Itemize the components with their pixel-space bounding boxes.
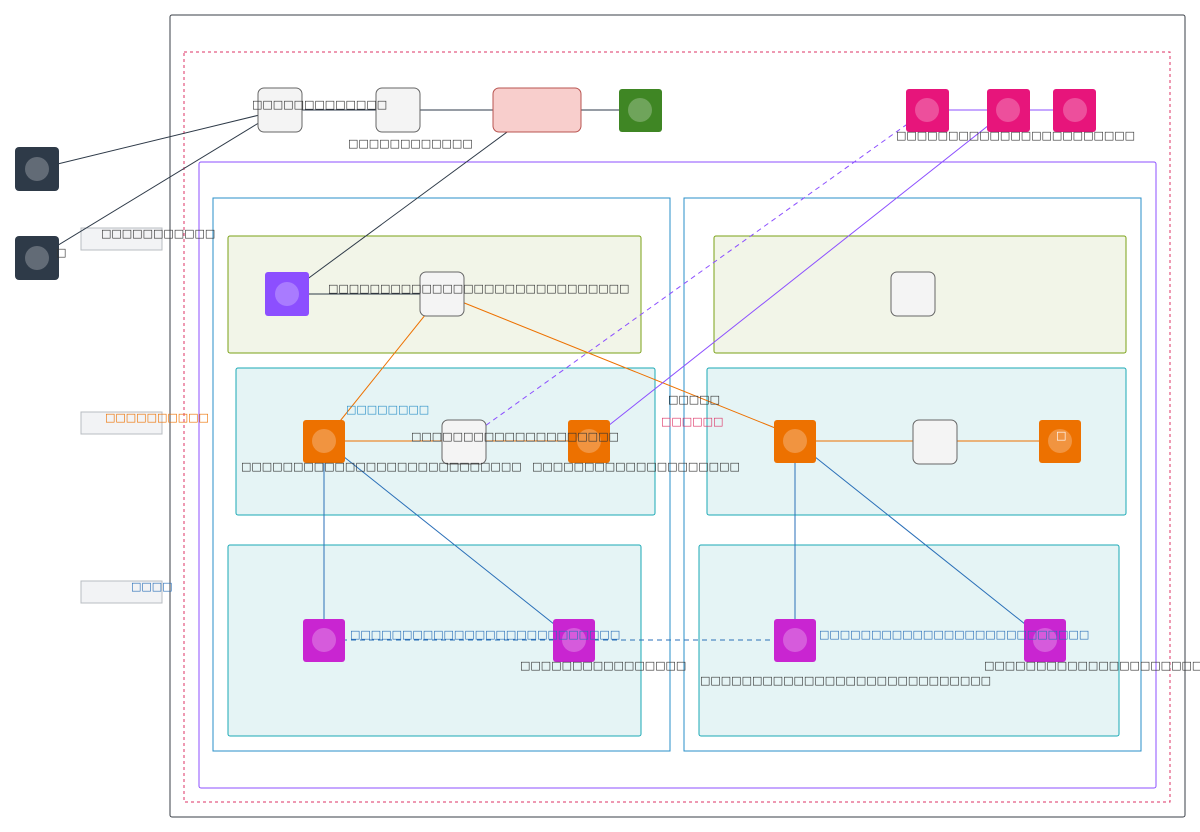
label: □□□□□□□□□□□□□□□□□□□□ xyxy=(411,430,619,443)
label: □□□□□□□□□□□□□□□□□□□□ xyxy=(532,460,740,473)
database-icon xyxy=(783,628,807,652)
label: □□□□□□ xyxy=(661,415,723,428)
magenta-node-4[interactable] xyxy=(1024,619,1066,662)
gray-node-2[interactable] xyxy=(375,87,421,133)
edge xyxy=(286,109,538,295)
label: □□□□□□□□ xyxy=(346,403,429,416)
az-group-1 xyxy=(212,197,671,752)
pink-node-2[interactable] xyxy=(987,89,1030,132)
legend-box-1 xyxy=(80,227,163,251)
label: □□□□□□□□□□□□□□□□□□□□□□ xyxy=(984,659,1200,672)
orange-node-2[interactable] xyxy=(568,420,610,463)
vpc-group xyxy=(198,161,1157,789)
edge xyxy=(36,108,281,170)
label: □□□□□□□□□□□□□□□□□□□□□□□□□□ xyxy=(350,628,620,641)
legend-box-2 xyxy=(80,411,163,435)
label: □□□□□□□□□□□□□□□□□□□□□□□□□□□□□ xyxy=(328,282,629,295)
user-icon xyxy=(25,246,49,270)
gray-node-3[interactable] xyxy=(419,271,465,317)
magenta-node-3[interactable] xyxy=(774,619,816,662)
service-icon xyxy=(628,98,652,122)
orange-node-1[interactable] xyxy=(303,420,345,463)
user-node-2[interactable] xyxy=(15,236,59,280)
purple-node[interactable] xyxy=(265,272,309,316)
label: □□□□□□□□□□□□□□□□□□□□□□□ xyxy=(896,129,1135,142)
label: □□□□□□□□□□□□□□□□□□□□□□□□□□ xyxy=(819,628,1089,641)
edge xyxy=(794,440,1046,641)
label: □ xyxy=(1056,429,1066,442)
orange-node-3[interactable] xyxy=(774,420,816,463)
edge xyxy=(36,109,281,259)
label: □□□□□□□□□□□□□□□□ xyxy=(520,659,686,672)
edge xyxy=(323,440,575,641)
label: □ xyxy=(56,246,66,259)
label: □□□□□□□□□□□□ xyxy=(348,137,473,150)
pink-node-1[interactable] xyxy=(906,89,949,132)
legend-label-2: □□□□□□□□□□ xyxy=(105,411,209,424)
service-icon xyxy=(1048,429,1072,453)
service-icon xyxy=(996,98,1020,122)
legend-label-1: □□□□□□□□□□□ xyxy=(101,227,215,240)
service-icon xyxy=(577,429,601,453)
gray-node-6[interactable] xyxy=(912,419,958,465)
edge xyxy=(463,109,928,442)
database-icon xyxy=(1033,628,1057,652)
edge xyxy=(323,293,443,442)
orange-node-4[interactable] xyxy=(1039,420,1081,463)
edge xyxy=(588,109,1009,442)
green-node[interactable] xyxy=(619,89,662,132)
service-icon xyxy=(915,98,939,122)
gray-node-1[interactable] xyxy=(257,87,303,133)
az-group-2 xyxy=(683,197,1142,752)
database-icon xyxy=(312,628,336,652)
magenta-node-1[interactable] xyxy=(303,619,345,662)
pink-node-3[interactable] xyxy=(1053,89,1096,132)
database-icon xyxy=(562,628,586,652)
cloud-frame xyxy=(169,14,1186,818)
magenta-node-2[interactable] xyxy=(553,619,595,662)
red-node[interactable] xyxy=(492,87,582,133)
service-icon xyxy=(312,429,336,453)
user-icon xyxy=(25,157,49,181)
service-icon xyxy=(275,282,299,306)
gray-node-5[interactable] xyxy=(441,419,487,465)
edge xyxy=(441,293,796,437)
user-node-1[interactable] xyxy=(15,147,59,191)
service-icon xyxy=(783,429,807,453)
label: □□□□□□□□□□□□□□□□□□□□□□□□□□□ xyxy=(241,460,522,473)
label: □□□□□ xyxy=(668,393,720,406)
region-group xyxy=(183,51,1171,803)
data-subnet-2 xyxy=(698,544,1120,737)
service-icon xyxy=(1063,98,1087,122)
legend-label-3: □□□□ xyxy=(131,580,173,593)
label: □□□□□□□□□□□□□ xyxy=(252,98,387,111)
gray-node-4[interactable] xyxy=(890,271,936,317)
label: □□□□□□□□□□□□□□□□□□□□□□□□□□□□ xyxy=(700,674,991,687)
legend-box-3 xyxy=(80,580,163,604)
